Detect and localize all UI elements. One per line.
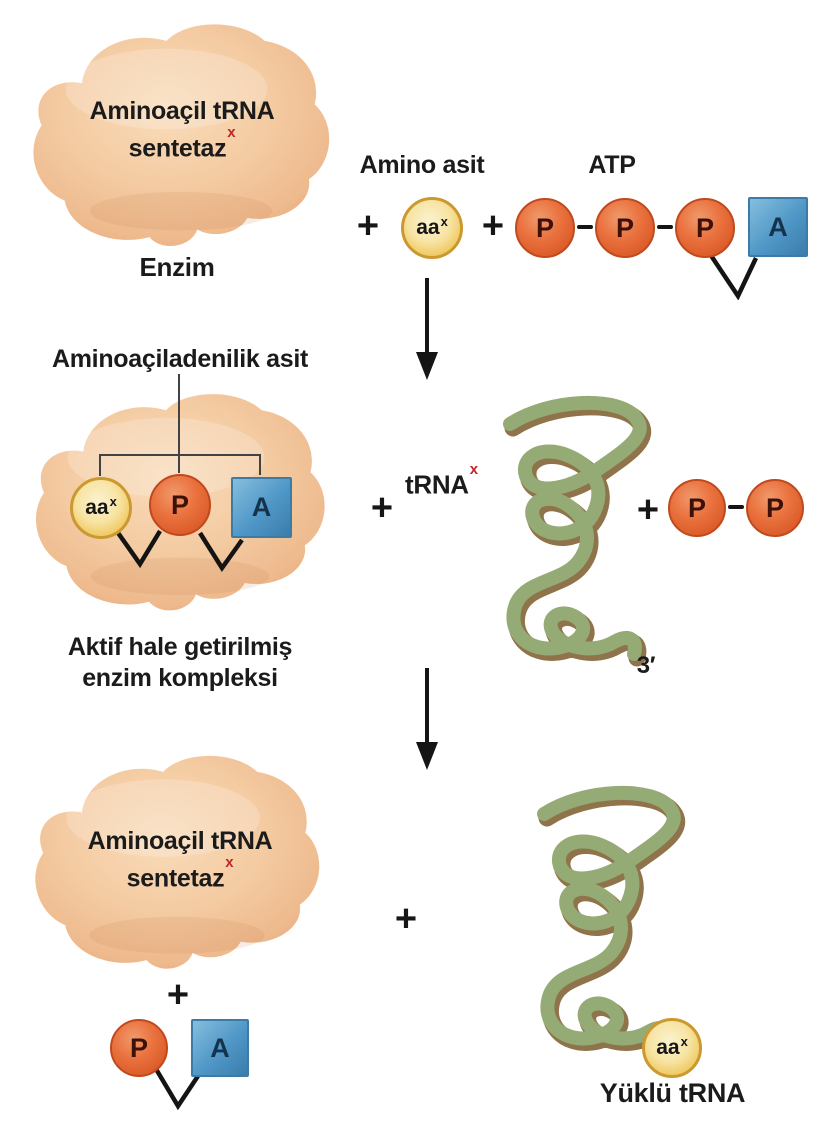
activated-complex-label: Aminoaçiladenilik asit (52, 345, 308, 373)
superscript-x: x (680, 1033, 688, 1049)
bond-dash (728, 505, 744, 509)
enzyme-name: Aminoaçil tRNA sentetazx (62, 96, 302, 164)
adenine-square: A (231, 477, 292, 538)
phosphate-ball: P (675, 198, 735, 258)
bond-connector (198, 531, 244, 573)
enzyme-name-line2: sentetazx (126, 854, 234, 893)
phosphate-ball: P (110, 1019, 168, 1077)
enzyme-name-line1: Aminoaçil tRNA (89, 97, 275, 125)
plus-sign: + (481, 205, 505, 247)
bond-connector (708, 252, 759, 300)
superscript-x: x (469, 461, 478, 478)
superscript-x: x (225, 854, 234, 871)
trna-label: tRNAx (405, 461, 478, 500)
phosphate-ball: P (668, 479, 726, 537)
charged-trna-label: Yüklü tRNA (599, 1078, 746, 1108)
superscript-x: x (440, 213, 448, 229)
bond-connector (154, 1067, 200, 1111)
label-pointer-line (178, 374, 180, 456)
enzyme-blob-shape (35, 755, 320, 969)
superscript-x: x (109, 493, 117, 509)
enzyme-caption: Enzim (139, 252, 215, 282)
amino-acid-label: Amino asit (359, 151, 485, 179)
phosphate-ball: P (515, 198, 575, 258)
bond-connector (114, 528, 162, 569)
trna-ribbon (503, 395, 652, 667)
plus-sign: + (636, 489, 660, 531)
label-pointer-drop (99, 456, 101, 476)
plus-sign: + (356, 205, 380, 247)
superscript-x: x (227, 124, 236, 141)
trna-ribbon (537, 785, 686, 1057)
enzyme-name-line1: Aminoaçil tRNA (87, 827, 273, 855)
adenine-square: A (748, 197, 808, 257)
three-prime-label: 3′ (636, 652, 656, 679)
adenine-square: A (191, 1019, 249, 1077)
phosphate-ball: P (746, 479, 804, 537)
activated-enzyme-caption: Aktif hale getirilmiş enzim kompleksi (67, 633, 293, 692)
plus-sign: + (394, 898, 418, 940)
phosphate-ball: P (149, 474, 211, 536)
bond-dash (657, 225, 673, 229)
enzyme-blob-shape (33, 24, 330, 247)
atp-label: ATP (588, 151, 636, 179)
enzyme-name-line2: sentetazx (128, 124, 236, 163)
label-pointer-bracket (99, 454, 261, 456)
bond-dash (577, 225, 593, 229)
plus-sign: + (166, 974, 190, 1016)
plus-sign: + (370, 487, 394, 529)
phosphate-ball: P (595, 198, 655, 258)
down-arrow (416, 668, 438, 772)
label-pointer-drop (259, 456, 261, 475)
down-arrow (416, 278, 438, 382)
enzyme-name: Aminoaçil tRNA sentetazx (60, 826, 300, 894)
label-pointer-drop (178, 456, 180, 473)
